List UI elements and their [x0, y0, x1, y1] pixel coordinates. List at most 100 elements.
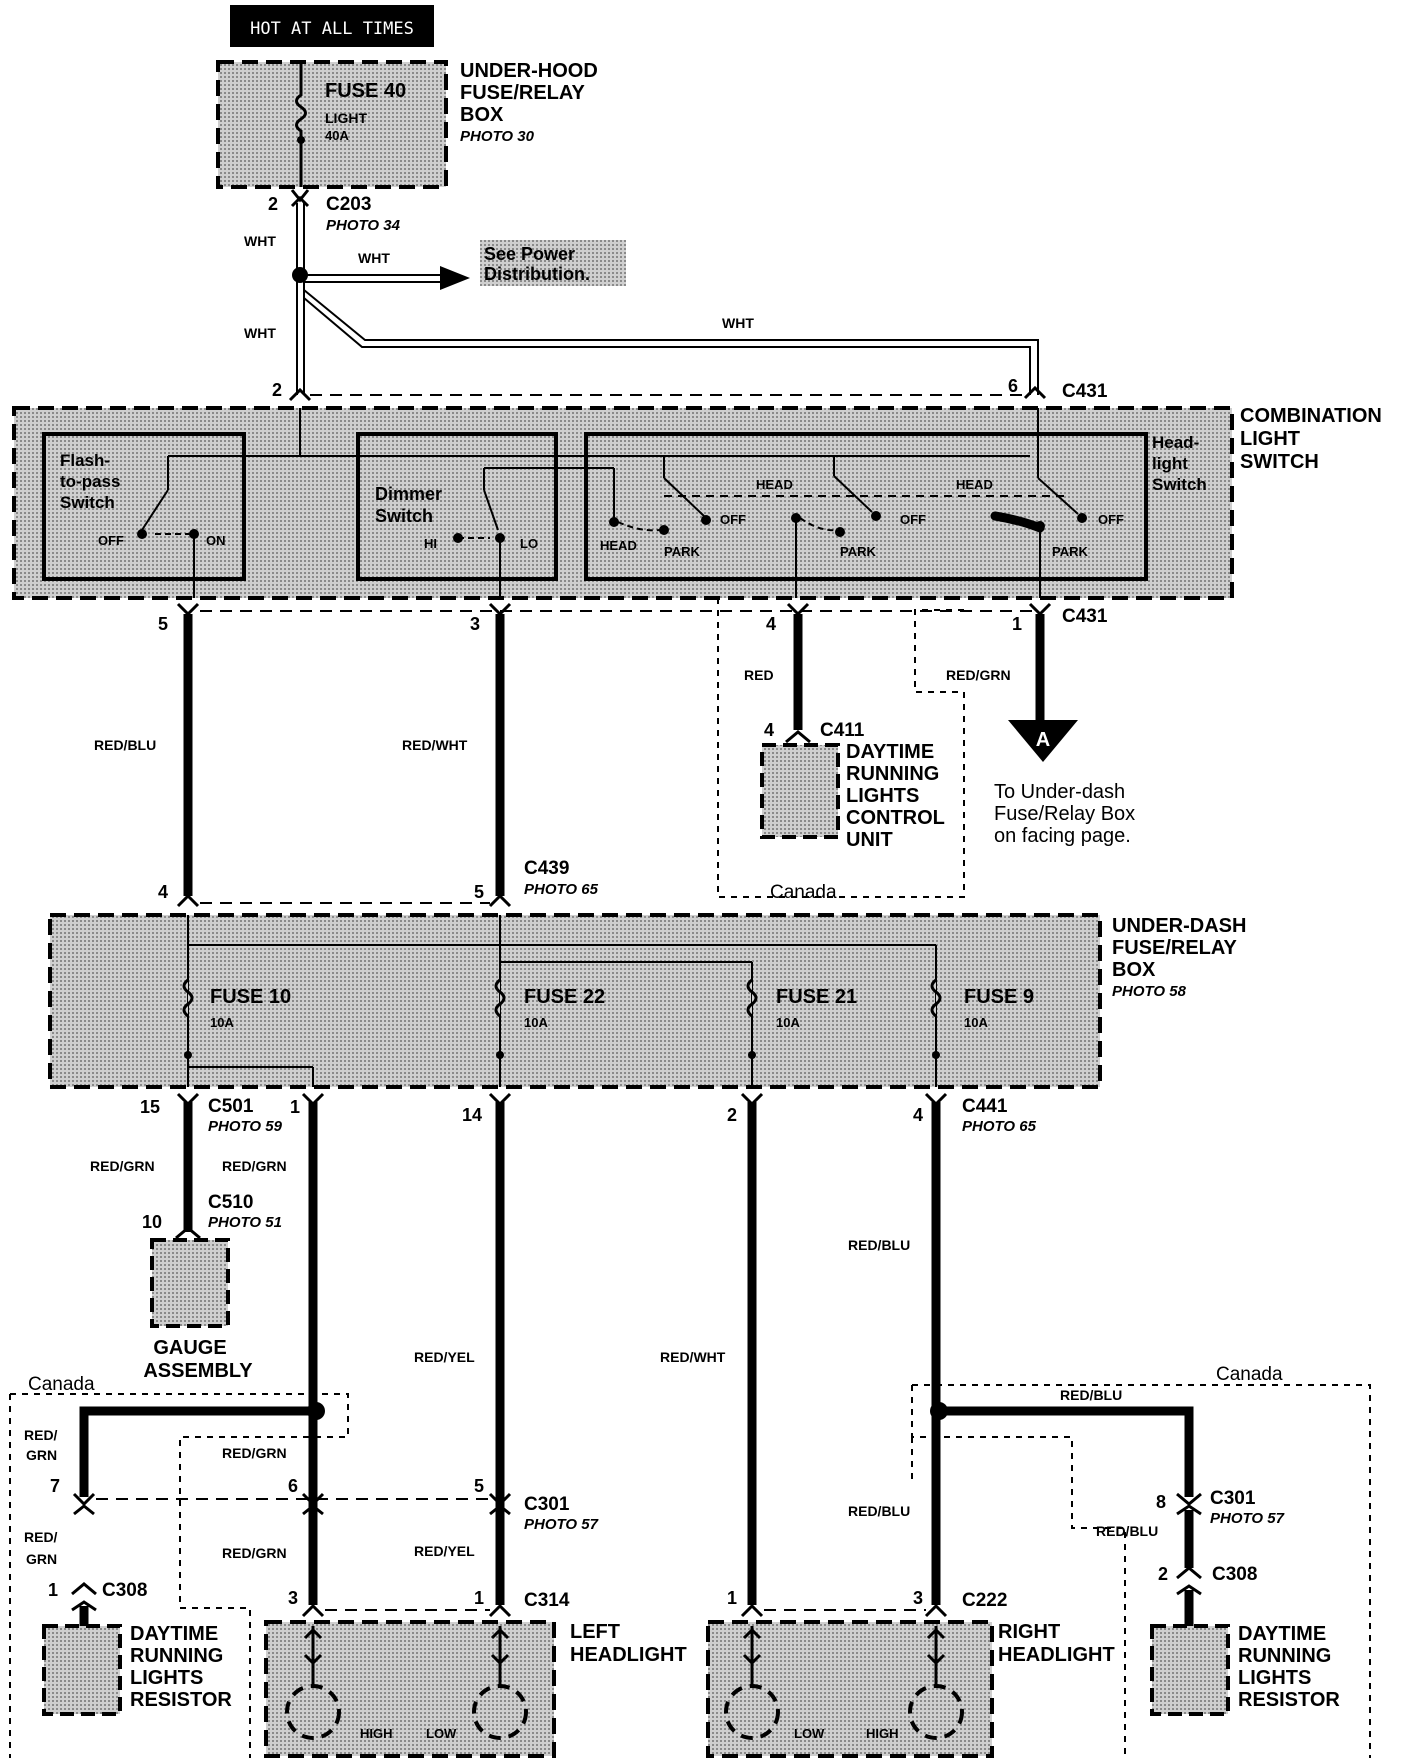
connector-a-text-1: To Under-dash	[994, 781, 1125, 803]
c203-pin: 2	[268, 194, 278, 214]
c431-bottom-pin-3: 3	[470, 614, 480, 634]
wire-red-grn-3: RED/GRN	[222, 1158, 287, 1174]
c308-right-connector	[1176, 1566, 1202, 1596]
park-label-3: PARK	[1052, 544, 1088, 559]
canada-label-drl: Canada	[770, 882, 837, 903]
c441-photo: PHOTO 65	[962, 1118, 1037, 1135]
c308-right-pin: 2	[1158, 1564, 1168, 1584]
combination-light-switch-box	[12, 406, 1234, 600]
headlight-label-2: light	[1152, 454, 1188, 473]
wire-red-grn-1: RED/GRN	[946, 667, 1011, 683]
gauge-title-1: GAUGE	[153, 1337, 226, 1359]
c439-connector	[176, 893, 512, 908]
drl-resistor-right-4: RESISTOR	[1238, 1689, 1340, 1711]
c203-label: C203	[326, 194, 371, 215]
left-headlight-title-2: HEADLIGHT	[570, 1644, 687, 1666]
c301-left-pin-7: 7	[50, 1476, 60, 1496]
connector-a-text-2: Fuse/Relay Box	[994, 803, 1135, 825]
c314-connector	[301, 1603, 512, 1618]
c501-photo: PHOTO 59	[208, 1118, 283, 1135]
c301-left-connectors	[72, 1492, 512, 1516]
flash-off-label: OFF	[98, 533, 124, 548]
red-blu-canada-wire-right	[936, 1406, 1194, 1497]
power-dist-line-1: See Power	[484, 244, 575, 264]
wire-red-wht-2: RED/WHT	[660, 1349, 726, 1365]
wire-red-blu-2: RED/BLU	[848, 1237, 910, 1253]
c411-label: C411	[820, 720, 865, 741]
fuse-22-name: FUSE 22	[524, 986, 605, 1008]
c431-top-label: C431	[1062, 381, 1108, 402]
drl-resistor-right-3: LIGHTS	[1238, 1667, 1311, 1689]
under-dash-title-3: BOX	[1112, 959, 1156, 981]
off-label-3: OFF	[1098, 512, 1124, 527]
c411-connector	[785, 730, 811, 744]
dimmer-lo-label: LO	[520, 536, 538, 551]
c301-right-pin: 8	[1156, 1492, 1166, 1512]
drl-resistor-left-box	[42, 1624, 122, 1716]
dimmer-label-2: Switch	[375, 506, 433, 526]
connector-a-triangle	[1008, 720, 1078, 762]
fuse-40-label: FUSE 40	[325, 80, 406, 102]
c439-pin-4: 4	[158, 882, 168, 902]
headlight-label-1: Head-	[1152, 433, 1199, 452]
c308-left-pin: 1	[48, 1580, 58, 1600]
canada-region-left	[9, 1393, 349, 1758]
right-high-label: HIGH	[866, 1726, 899, 1741]
thick-wires-upper	[183, 614, 1045, 896]
c308-left-connector	[71, 1582, 97, 1612]
c431-top-pin-2: 2	[272, 380, 282, 400]
splice-point-c203	[292, 267, 308, 283]
under-dash-title-2: FUSE/RELAY	[1112, 937, 1238, 959]
dimmer-hi-label: HI	[424, 536, 437, 551]
wire-red-1: RED	[744, 667, 774, 683]
c431-bottom-pin-4: 4	[766, 614, 776, 634]
thick-wires-lower	[79, 1102, 1194, 1605]
park-bar	[990, 511, 1045, 533]
c431-bottom-pin-5: 5	[158, 614, 168, 634]
c301-left-label: C301	[524, 1494, 570, 1515]
header-label: HOT AT ALL TIMES	[250, 19, 414, 39]
power-dist-box	[480, 240, 626, 286]
c439-photo: PHOTO 65	[524, 881, 599, 898]
wire-red-slash-2: RED/	[24, 1529, 58, 1545]
c441-pin-4: 4	[913, 1105, 923, 1125]
c431-top-connector	[288, 385, 1047, 402]
c501-pin-15: 15	[140, 1097, 160, 1117]
c308-left-label: C308	[102, 1580, 147, 1601]
wire-red-grn-4: RED/GRN	[222, 1445, 287, 1461]
wire-red-slash-1: RED/	[24, 1427, 58, 1443]
dimmer-label-1: Dimmer	[375, 484, 442, 504]
c222-pin-3: 3	[913, 1588, 923, 1608]
c439-pin-5: 5	[474, 882, 484, 902]
c431-bottom-label: C431	[1062, 606, 1108, 627]
wire-red-blu-5: RED/BLU	[1096, 1523, 1158, 1539]
c431-bottom-connectors	[176, 602, 1052, 617]
c301-right-connector	[1176, 1492, 1202, 1516]
drl-unit-title-4: CONTROL	[846, 807, 945, 829]
right-low-label: LOW	[794, 1726, 825, 1741]
wire-red-blu-1: RED/BLU	[94, 737, 156, 753]
left-low-label: LOW	[426, 1726, 457, 1741]
flash-on-label: ON	[206, 533, 226, 548]
under-dash-fuse-box	[48, 913, 1102, 1089]
fuse-22-rating: 10A	[524, 1015, 548, 1030]
c510-pin: 10	[142, 1212, 162, 1232]
head-label-1: HEAD	[600, 538, 637, 553]
under-dash-title-1: UNDER-DASH	[1112, 915, 1246, 937]
c501-label: C501	[208, 1096, 254, 1117]
wht-label-3: WHT	[244, 325, 276, 341]
combination-title-3: SWITCH	[1240, 451, 1319, 473]
head-label-2: HEAD	[756, 477, 793, 492]
headlight-label-3: Switch	[1152, 475, 1207, 494]
c314-pin-3: 3	[288, 1588, 298, 1608]
c441-pin-2: 2	[727, 1105, 737, 1125]
c441-pin-14: 14	[462, 1105, 482, 1125]
fuse-21-rating: 10A	[776, 1015, 800, 1030]
fuse-9-name: FUSE 9	[964, 986, 1034, 1008]
drl-control-unit-box	[760, 743, 840, 839]
c222-pin-1: 1	[727, 1588, 737, 1608]
wire-grn-2: GRN	[26, 1551, 57, 1567]
under-hood-title-3: BOX	[460, 104, 504, 126]
gauge-title-2: ASSEMBLY	[143, 1360, 253, 1382]
c314-label: C314	[524, 1590, 570, 1611]
